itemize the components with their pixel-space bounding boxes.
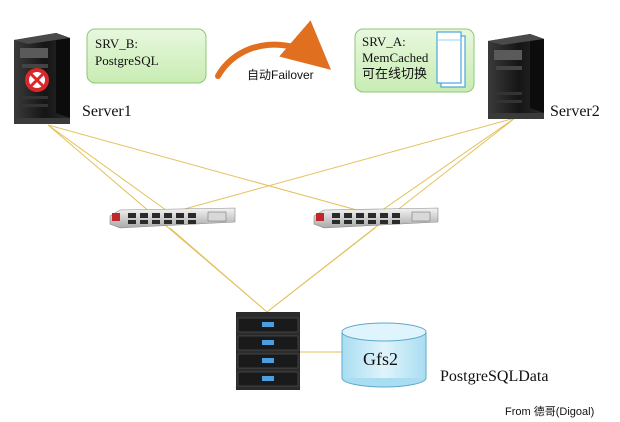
link-switch-left-storage bbox=[169, 227, 268, 313]
document-icon bbox=[436, 31, 466, 88]
srv-b-line-1: SRV_B: bbox=[95, 36, 139, 51]
gfs2-volume-label: Gfs2 bbox=[363, 349, 398, 369]
link-switch-right-storage bbox=[266, 227, 376, 313]
server2-label: Server2 bbox=[550, 103, 600, 120]
srv-b-service-text: SRV_B: PostgreSQL bbox=[95, 35, 159, 69]
postgresql-data-label: PostgreSQLData bbox=[440, 368, 549, 385]
link-server2-switch-right bbox=[374, 117, 516, 216]
fc-switch-right-icon bbox=[313, 207, 439, 229]
link-server1-switch-right bbox=[47, 124, 376, 216]
failover-arrow-icon bbox=[215, 20, 332, 79]
srv-a-line-1: SRV_A: bbox=[362, 34, 406, 49]
srv-a-service-text: SRV_A: MemCached 可在线切换 bbox=[362, 34, 428, 82]
link-server1-switch-left bbox=[47, 124, 171, 214]
link-server2-switch-left bbox=[169, 117, 516, 214]
gfs2-volume-icon bbox=[341, 322, 427, 388]
srv-a-line-3: 可在线切换 bbox=[362, 66, 428, 81]
author-credit: From 德哥(Digoal) bbox=[505, 406, 595, 418]
server1-label: Server1 bbox=[82, 103, 132, 120]
srv-a-line-2: MemCached bbox=[362, 50, 429, 65]
fc-switch-left-icon bbox=[109, 207, 236, 229]
srv-b-service-box bbox=[86, 28, 207, 84]
srv-b-line-2: PostgreSQL bbox=[95, 53, 159, 68]
storage-array-icon bbox=[236, 312, 300, 390]
server1-failed-icon bbox=[25, 68, 49, 92]
server2-tower-icon bbox=[488, 34, 544, 119]
failover-label: 自动Failover bbox=[247, 68, 314, 82]
